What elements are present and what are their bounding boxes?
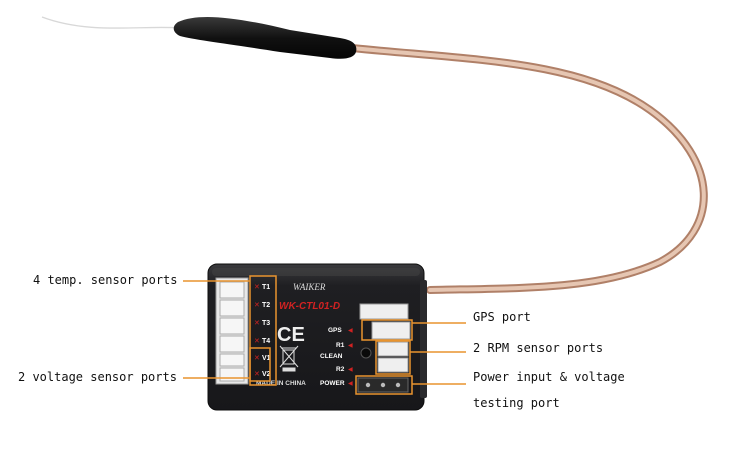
callout-temp-ports: 4 temp. sensor ports (33, 273, 178, 287)
port-label-v2: V2 (262, 371, 271, 378)
callout-power-line1: Power input & voltage (473, 370, 625, 384)
brand-logo: WAIKER (293, 282, 326, 292)
svg-text:◀: ◀ (348, 366, 353, 373)
model-name: WK-CTL01-D (279, 301, 340, 312)
r1-label: R1 (336, 342, 345, 349)
svg-text:✕: ✕ (254, 301, 260, 309)
antenna-tube (173, 16, 357, 59)
svg-text:✕: ✕ (254, 370, 260, 378)
weee-bin-icon (279, 345, 299, 372)
r2-label: R2 (336, 366, 345, 373)
right-connectors (357, 303, 411, 393)
ce-mark: CE (277, 324, 305, 346)
callout-power-line2: testing port (473, 396, 560, 410)
antenna-wire (41, 16, 183, 29)
callout-lines (183, 275, 466, 395)
gps-label: GPS (328, 327, 342, 334)
clean-button (360, 347, 372, 359)
power-label: POWER (320, 380, 345, 387)
svg-text:✕: ✕ (254, 337, 260, 345)
port-label-t3: T3 (262, 320, 270, 327)
made-in-label: MADE IN CHINA (256, 380, 306, 387)
callout-rpm-ports: 2 RPM sensor ports (473, 341, 604, 355)
svg-text:◀: ◀ (348, 342, 353, 349)
port-label-t4: T4 (262, 338, 270, 345)
svg-text:✕: ✕ (254, 319, 260, 327)
svg-text:◀: ◀ (348, 380, 353, 387)
coax-cable (348, 44, 708, 294)
callout-gps-port: GPS port (473, 310, 531, 324)
port-label-v1: V1 (262, 355, 271, 362)
port-label-t2: T2 (262, 302, 270, 309)
clean-label: CLEAN (320, 353, 343, 360)
port-label-t1: T1 (262, 284, 270, 291)
svg-text:✕: ✕ (254, 354, 260, 362)
svg-text:✕: ✕ (254, 283, 260, 291)
callout-voltage-ports: 2 voltage sensor ports (18, 370, 177, 384)
left-connector-strip (215, 277, 249, 385)
svg-text:◀: ◀ (348, 327, 353, 334)
